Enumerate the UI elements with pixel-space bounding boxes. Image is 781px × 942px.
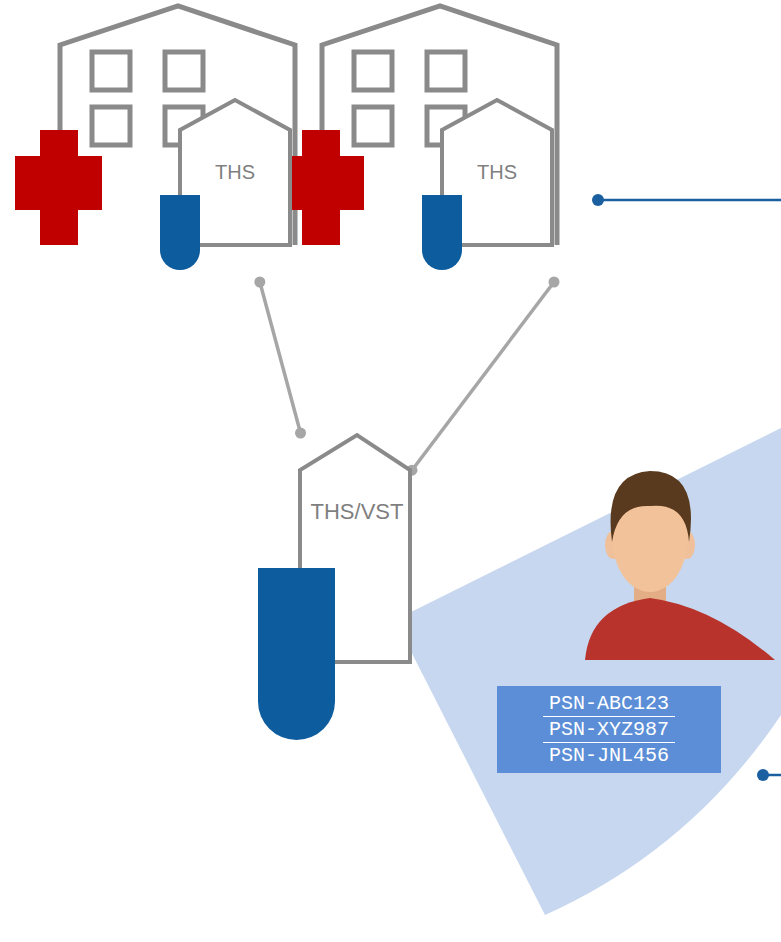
node-label: THS bbox=[477, 161, 517, 183]
pseudonym-id: PSN-XYZ987 bbox=[543, 717, 675, 743]
connector-group bbox=[254, 277, 306, 439]
node-label: THS/VST bbox=[311, 500, 404, 524]
leader-line bbox=[592, 194, 781, 206]
house-outline bbox=[420, 98, 554, 282]
house-outline bbox=[255, 433, 412, 743]
connector-dot bbox=[549, 277, 560, 288]
connector-line bbox=[412, 282, 554, 470]
shield-symbol bbox=[258, 568, 335, 740]
pseudonym-id: PSN-ABC123 bbox=[543, 691, 675, 717]
person-avatar bbox=[585, 471, 775, 660]
node-label: THS bbox=[215, 161, 255, 183]
pseudonym-list: PSN-ABC123PSN-XYZ987PSN-JNL456 bbox=[497, 686, 721, 773]
service-house: THS bbox=[420, 98, 554, 282]
shield-symbol bbox=[422, 195, 462, 270]
connector-dot bbox=[254, 277, 265, 288]
service-house: THS bbox=[158, 98, 292, 282]
connector-group bbox=[407, 277, 560, 476]
red-cross bbox=[15, 130, 102, 245]
shield-symbol bbox=[160, 195, 200, 270]
connector-dot bbox=[295, 428, 306, 439]
view-wedge bbox=[395, 428, 781, 915]
connector-line bbox=[260, 282, 301, 433]
service-house: THS/VST bbox=[255, 433, 412, 743]
leader-line bbox=[757, 769, 781, 781]
pseudonym-id: PSN-JNL456 bbox=[543, 743, 675, 768]
house-outline bbox=[158, 98, 292, 282]
